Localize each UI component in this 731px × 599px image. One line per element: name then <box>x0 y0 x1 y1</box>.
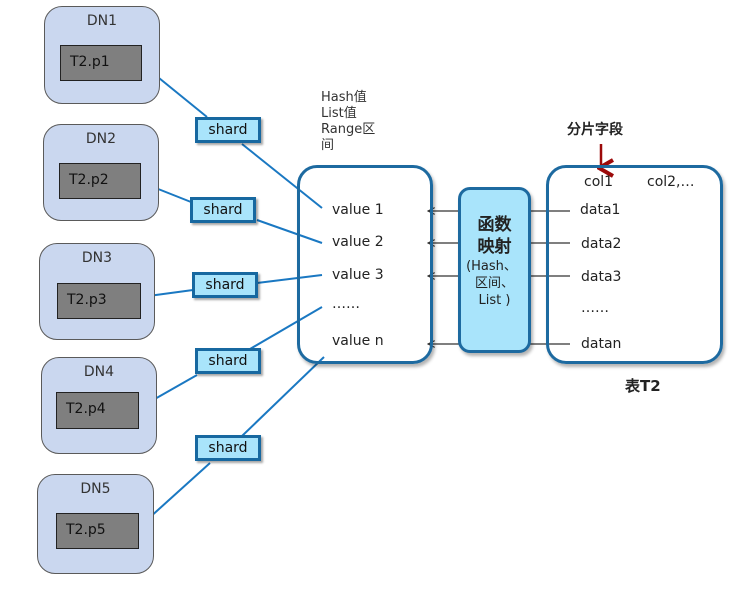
shard-label-4: shard <box>195 348 261 374</box>
hint-line: 间 <box>321 138 335 153</box>
table-box <box>546 165 723 364</box>
data-node-title: DN3 <box>81 250 113 266</box>
partition-box: T2.p4 <box>56 392 139 429</box>
partition-box: T2.p5 <box>56 513 139 549</box>
table-row: data3 <box>581 269 622 285</box>
connector-value1-to-shard1 <box>241 143 323 209</box>
data-node-3: DN3 T2.p3 <box>39 243 155 340</box>
function-title: 映射 <box>477 237 512 257</box>
partition-box: T2.p1 <box>60 45 142 81</box>
hint-line: List值 <box>321 106 357 121</box>
hint-line: Hash值 <box>321 90 367 105</box>
data-node-4: DN4 T2.p4 <box>41 357 157 454</box>
connector-value2-to-shard2 <box>256 219 323 244</box>
shard-label-2: shard <box>190 197 256 223</box>
function-subtitle: (Hash、 <box>466 259 517 274</box>
data-node-2: DN2 T2.p2 <box>43 124 159 221</box>
value-item: value 1 <box>332 202 384 218</box>
table-row: data2 <box>581 236 622 252</box>
value-type-hint: Hash值 List值 Range区 间 <box>321 90 375 154</box>
value-box <box>297 165 433 364</box>
value-item: value 3 <box>332 267 384 283</box>
table-row: …… <box>581 300 609 316</box>
column-header-col2: col2,… <box>647 174 695 190</box>
connector-valuen-to-shard5 <box>241 356 325 437</box>
value-item: value 2 <box>332 234 384 250</box>
connector-ellipsis-to-shard4 <box>249 306 323 350</box>
function-subtitle: List ) <box>478 293 511 308</box>
partition-box: T2.p2 <box>59 163 141 199</box>
data-node-5: DN5 T2.p5 <box>37 474 154 574</box>
table-row: datan <box>581 336 622 352</box>
data-node-title: DN4 <box>83 364 115 380</box>
data-node-title: DN5 <box>80 481 111 497</box>
value-item: …… <box>332 296 360 312</box>
function-mapping-box: 函数 映射 (Hash、 区间、 List ) <box>458 187 531 353</box>
function-subtitle: 区间、 <box>474 276 514 291</box>
data-node-1: DN1 T2.p1 <box>44 6 160 104</box>
column-header-col1: col1 <box>584 174 614 190</box>
shard-key-label: 分片字段 <box>567 122 623 138</box>
data-node-title: DN1 <box>86 13 118 29</box>
value-item: value n <box>332 333 384 349</box>
connector-value3-to-shard3 <box>256 274 323 284</box>
table-row: data1 <box>580 202 621 218</box>
data-node-title: DN2 <box>85 131 117 147</box>
hint-line: Range区 <box>321 122 376 137</box>
function-title: 函数 <box>477 215 512 235</box>
shard-label-5: shard <box>195 435 261 461</box>
table-caption: 表T2 <box>625 377 661 395</box>
partition-box: T2.p3 <box>57 283 141 319</box>
shard-label-3: shard <box>192 272 258 298</box>
shard-label-1: shard <box>195 117 261 143</box>
